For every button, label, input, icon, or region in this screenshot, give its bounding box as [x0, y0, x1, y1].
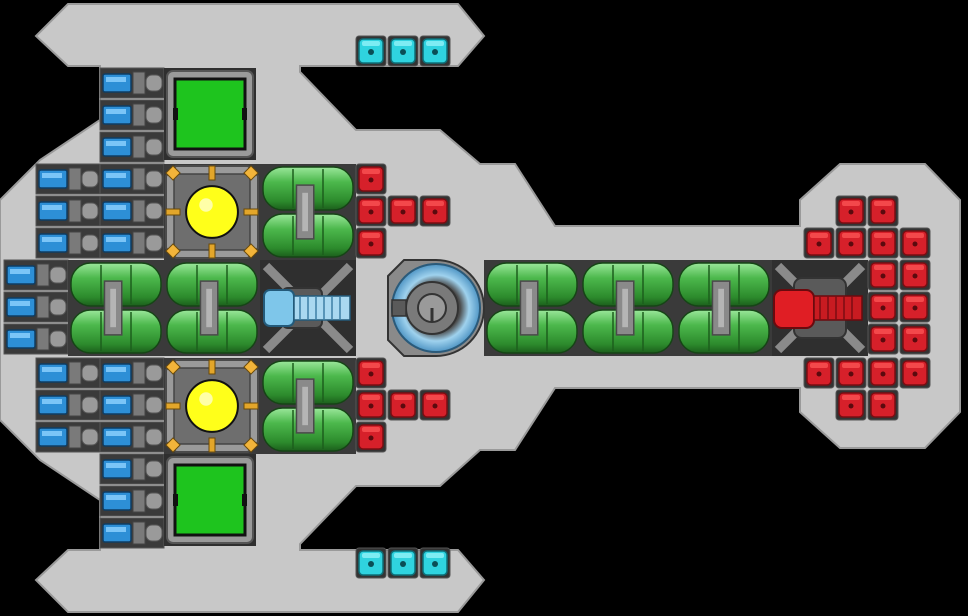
- armor-block[interactable]: [355, 227, 387, 259]
- armor-block[interactable]: [867, 357, 899, 389]
- storage-tank-block[interactable]: [260, 358, 356, 454]
- armor-block[interactable]: [803, 357, 835, 389]
- armor-block[interactable]: [835, 227, 867, 259]
- thruster-block[interactable]: [3, 323, 69, 355]
- thruster-block[interactable]: [99, 421, 165, 453]
- reactor-block[interactable]: [164, 358, 260, 454]
- shield-block[interactable]: [419, 547, 451, 579]
- armor-block[interactable]: [355, 357, 387, 389]
- cockpit-block[interactable]: [387, 259, 485, 357]
- armor-block[interactable]: [355, 421, 387, 453]
- thruster-block[interactable]: [35, 227, 101, 259]
- armor-block[interactable]: [899, 357, 931, 389]
- armor-block[interactable]: [867, 389, 899, 421]
- thruster-block[interactable]: [99, 357, 165, 389]
- thruster-block[interactable]: [99, 99, 165, 131]
- laser-cannon-block[interactable]: [260, 260, 356, 356]
- armor-block[interactable]: [899, 227, 931, 259]
- thruster-block[interactable]: [99, 389, 165, 421]
- storage-tank-block[interactable]: [68, 260, 164, 356]
- armor-block[interactable]: [867, 323, 899, 355]
- thruster-block[interactable]: [3, 259, 69, 291]
- thruster-block[interactable]: [35, 195, 101, 227]
- thruster-block[interactable]: [99, 227, 165, 259]
- armor-block[interactable]: [899, 291, 931, 323]
- armor-block[interactable]: [835, 357, 867, 389]
- armor-block[interactable]: [867, 259, 899, 291]
- cargo-bay-block[interactable]: [164, 68, 256, 160]
- thruster-block[interactable]: [99, 67, 165, 99]
- armor-block[interactable]: [419, 195, 451, 227]
- thruster-block[interactable]: [99, 517, 165, 549]
- shield-block[interactable]: [387, 35, 419, 67]
- armor-block[interactable]: [355, 163, 387, 195]
- thruster-block[interactable]: [99, 485, 165, 517]
- thruster-block[interactable]: [99, 453, 165, 485]
- thruster-block[interactable]: [3, 291, 69, 323]
- armor-block[interactable]: [867, 227, 899, 259]
- thruster-block[interactable]: [99, 131, 165, 163]
- shield-block[interactable]: [355, 547, 387, 579]
- thruster-block[interactable]: [99, 163, 165, 195]
- thruster-block[interactable]: [35, 389, 101, 421]
- armor-block[interactable]: [387, 195, 419, 227]
- armor-block[interactable]: [803, 227, 835, 259]
- storage-tank-block[interactable]: [260, 164, 356, 260]
- armor-block[interactable]: [419, 389, 451, 421]
- storage-tank-block[interactable]: [676, 260, 772, 356]
- armor-block[interactable]: [867, 195, 899, 227]
- shield-block[interactable]: [387, 547, 419, 579]
- thruster-block[interactable]: [35, 163, 101, 195]
- armor-block[interactable]: [899, 323, 931, 355]
- storage-tank-block[interactable]: [164, 260, 260, 356]
- thruster-block[interactable]: [99, 195, 165, 227]
- storage-tank-block[interactable]: [484, 260, 580, 356]
- armor-block[interactable]: [867, 291, 899, 323]
- turret-block[interactable]: [772, 260, 868, 356]
- reactor-block[interactable]: [164, 164, 260, 260]
- shield-block[interactable]: [355, 35, 387, 67]
- thruster-block[interactable]: [35, 357, 101, 389]
- armor-block[interactable]: [387, 389, 419, 421]
- shield-block[interactable]: [419, 35, 451, 67]
- armor-block[interactable]: [835, 195, 867, 227]
- armor-block[interactable]: [355, 389, 387, 421]
- armor-block[interactable]: [835, 389, 867, 421]
- armor-block[interactable]: [899, 259, 931, 291]
- armor-block[interactable]: [355, 195, 387, 227]
- thruster-block[interactable]: [35, 421, 101, 453]
- cargo-bay-block[interactable]: [164, 454, 256, 546]
- storage-tank-block[interactable]: [580, 260, 676, 356]
